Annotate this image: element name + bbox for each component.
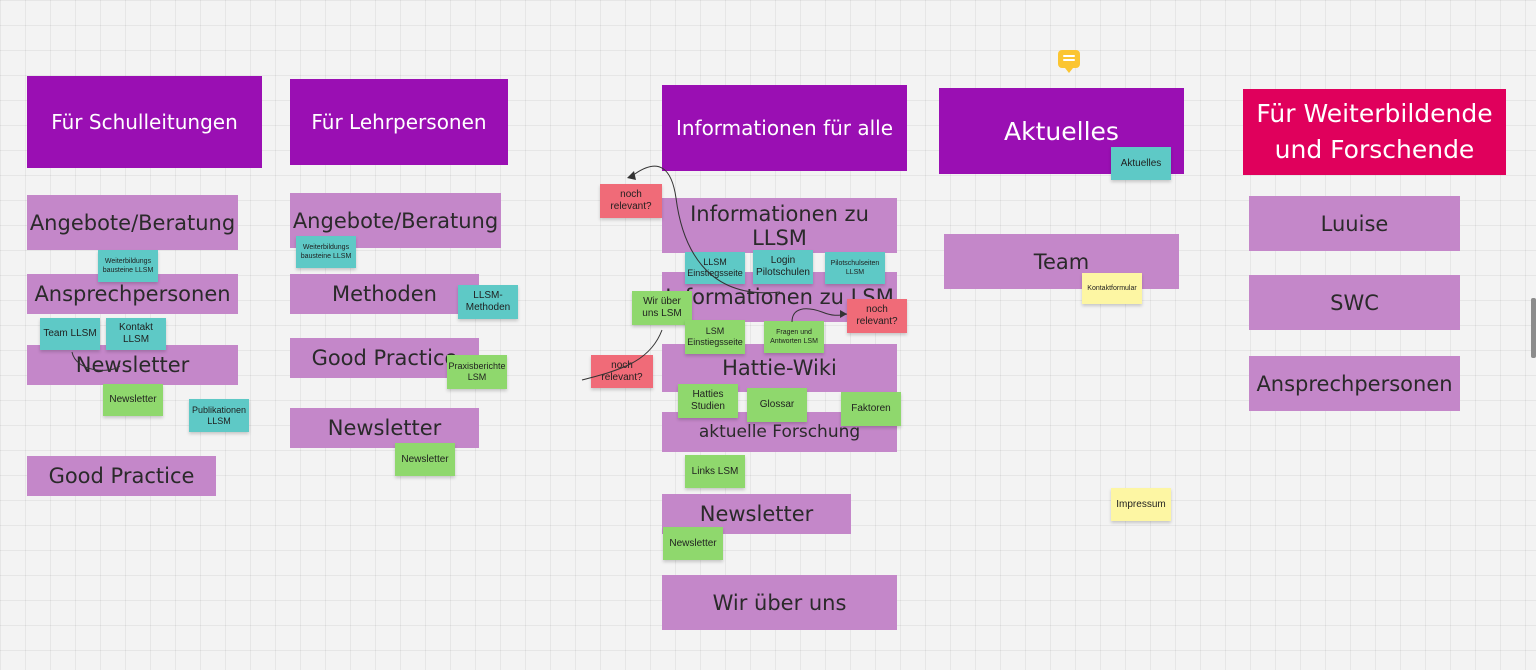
- header-lehrpersonen[interactable]: Für Lehrpersonen: [290, 79, 508, 165]
- sticky-note-llsm-methoden[interactable]: LLSM-Methoden: [458, 285, 518, 319]
- comment-icon[interactable]: [1058, 50, 1080, 73]
- header-informationen-fuer-alle[interactable]: Informationen für alle: [662, 85, 907, 171]
- connector-line[interactable]: [71, 351, 121, 371]
- sticky-note-lsm-einstiegsseite[interactable]: LSM Einstiegsseite: [685, 320, 745, 354]
- header-schulleitungen[interactable]: Für Schulleitungen: [27, 76, 262, 168]
- sticky-note-fragen-und-antworten[interactable]: Fragen und Antworten LSM: [764, 321, 824, 353]
- sticky-note-kontakt-llsm[interactable]: Kontakt LLSM: [106, 318, 166, 350]
- scrollbar-thumb[interactable]: [1531, 298, 1536, 358]
- connector-arrowhead: [840, 310, 847, 318]
- card-wir-ueber-uns[interactable]: Wir über uns: [662, 575, 897, 630]
- sticky-note-weiterbildungsbausteine[interactable]: Weiterbildungs bausteine LLSM: [296, 236, 356, 268]
- sticky-note-newsletter[interactable]: Newsletter: [395, 443, 455, 476]
- sticky-note-praxisberichte-lsm[interactable]: Praxisberichte LSM: [447, 355, 507, 389]
- sticky-note-noch-relevant[interactable]: noch relevant?: [847, 299, 907, 333]
- sticky-note-noch-relevant[interactable]: noch relevant?: [591, 355, 653, 388]
- sticky-note-weiterbildungsbausteine[interactable]: Weiterbildungs bausteine LLSM: [98, 250, 158, 282]
- sticky-note-kontaktformular[interactable]: Kontaktformular: [1082, 273, 1142, 304]
- card-luuise[interactable]: Luuise: [1249, 196, 1460, 251]
- connector-line[interactable]: [791, 308, 848, 323]
- sticky-note-publikationen-llsm[interactable]: Publikationen LLSM: [189, 399, 249, 432]
- sticky-note-login-pilotschulen[interactable]: Login Pilotschulen: [753, 250, 813, 284]
- sticky-note-llsm-einstiegsseite[interactable]: LLSM Einstiegsseite: [685, 252, 745, 284]
- connector-arrowhead: [627, 171, 636, 180]
- card-newsletter[interactable]: Newsletter: [290, 408, 479, 448]
- header-weiterbildende-forschende[interactable]: Für Weiterbildende und Forschende: [1243, 89, 1506, 175]
- sticky-note-pilotschulseiten-llsm[interactable]: Pilotschulseiten LLSM: [825, 252, 885, 284]
- card-newsletter[interactable]: Newsletter: [662, 494, 851, 534]
- connector-line[interactable]: [631, 165, 781, 294]
- sticky-note-aktuelles[interactable]: Aktuelles: [1111, 147, 1171, 180]
- sticky-note-team-llsm[interactable]: Team LLSM: [40, 318, 100, 350]
- card-swc[interactable]: SWC: [1249, 275, 1460, 330]
- card-informationen-zu-llsm[interactable]: Informationen zu LLSM: [662, 198, 897, 253]
- card-angebote-beratung[interactable]: Angebote/Beratung: [27, 195, 238, 250]
- connector-line[interactable]: [581, 329, 663, 381]
- card-team[interactable]: Team: [944, 234, 1179, 289]
- sticky-note-newsletter[interactable]: Newsletter: [663, 527, 723, 560]
- sticky-note-impressum[interactable]: Impressum: [1111, 488, 1171, 521]
- header-aktuelles[interactable]: Aktuelles: [939, 88, 1184, 174]
- card-good-practice[interactable]: Good Practice: [27, 456, 216, 496]
- card-methoden[interactable]: Methoden: [290, 274, 479, 314]
- card-ansprechpersonen[interactable]: Ansprechpersonen: [1249, 356, 1460, 411]
- sticky-note-noch-relevant[interactable]: noch relevant?: [600, 184, 662, 218]
- card-newsletter[interactable]: Newsletter: [27, 345, 238, 385]
- sticky-note-faktoren[interactable]: Faktoren: [841, 392, 901, 426]
- sticky-note-newsletter[interactable]: Newsletter: [103, 384, 163, 416]
- sticky-note-hatties-studien[interactable]: Hatties Studien: [678, 384, 738, 418]
- sticky-note-glossar[interactable]: Glossar: [747, 388, 807, 422]
- sticky-note-wir-ueber-uns-lsm[interactable]: Wir über uns LSM: [632, 291, 692, 325]
- sticky-note-links-lsm[interactable]: Links LSM: [685, 455, 745, 488]
